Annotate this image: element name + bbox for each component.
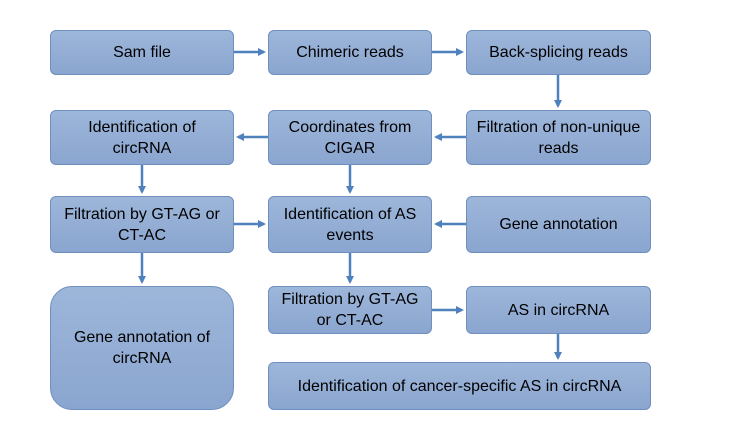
as-in-circrna-label: AS in circRNA xyxy=(507,301,610,319)
filtration-nonunique-label: Filtration of non-unique reads xyxy=(476,118,641,157)
identification-circrna-label: Identification of circRNA xyxy=(88,118,196,157)
filtration-gt-ag-mid-label: Filtration by GT-AG or CT-AC xyxy=(281,291,419,329)
gene-annotation-label: Gene annotation xyxy=(499,216,618,233)
as-in-circrna-box: AS in circRNA xyxy=(466,286,651,334)
identification-circrna-box: Identification of circRNA xyxy=(50,110,234,165)
sam-file-label: Sam file xyxy=(113,44,171,61)
chimeric-reads-label: Chimeric reads xyxy=(296,44,404,61)
chimeric-reads-box: Chimeric reads xyxy=(268,30,432,75)
filtration-gt-ag-left-label: Filtration by GT-AG or CT-AC xyxy=(64,205,220,244)
gene-annotation-circrna-label: Gene annotation of circRNA xyxy=(73,329,211,367)
identification-as-events-box: Identification of AS events xyxy=(268,196,432,253)
filtration-gt-ag-mid-box: Filtration by GT-AG or CT-AC xyxy=(268,286,432,334)
sam-file-box: Sam file xyxy=(50,30,234,75)
gene-annotation-circrna-box: Gene annotation of circRNA xyxy=(50,286,234,410)
cancer-specific-as-box: Identification of cancer-specific AS in … xyxy=(268,362,651,410)
identification-as-events-label: Identification of AS events xyxy=(283,205,417,244)
filtration-gt-ag-left-box: Filtration by GT-AG or CT-AC xyxy=(50,196,234,253)
gene-annotation-box: Gene annotation xyxy=(466,196,651,253)
back-splicing-reads-box: Back-splicing reads xyxy=(466,30,651,75)
cancer-specific-as-label: Identification of cancer-specific AS in … xyxy=(297,377,622,395)
filtration-nonunique-box: Filtration of non-unique reads xyxy=(466,110,651,165)
coordinates-cigar-box: Coordinates from CIGAR xyxy=(268,110,432,165)
back-splicing-reads-label: Back-splicing reads xyxy=(489,44,628,61)
coordinates-cigar-label: Coordinates from CIGAR xyxy=(288,118,412,157)
